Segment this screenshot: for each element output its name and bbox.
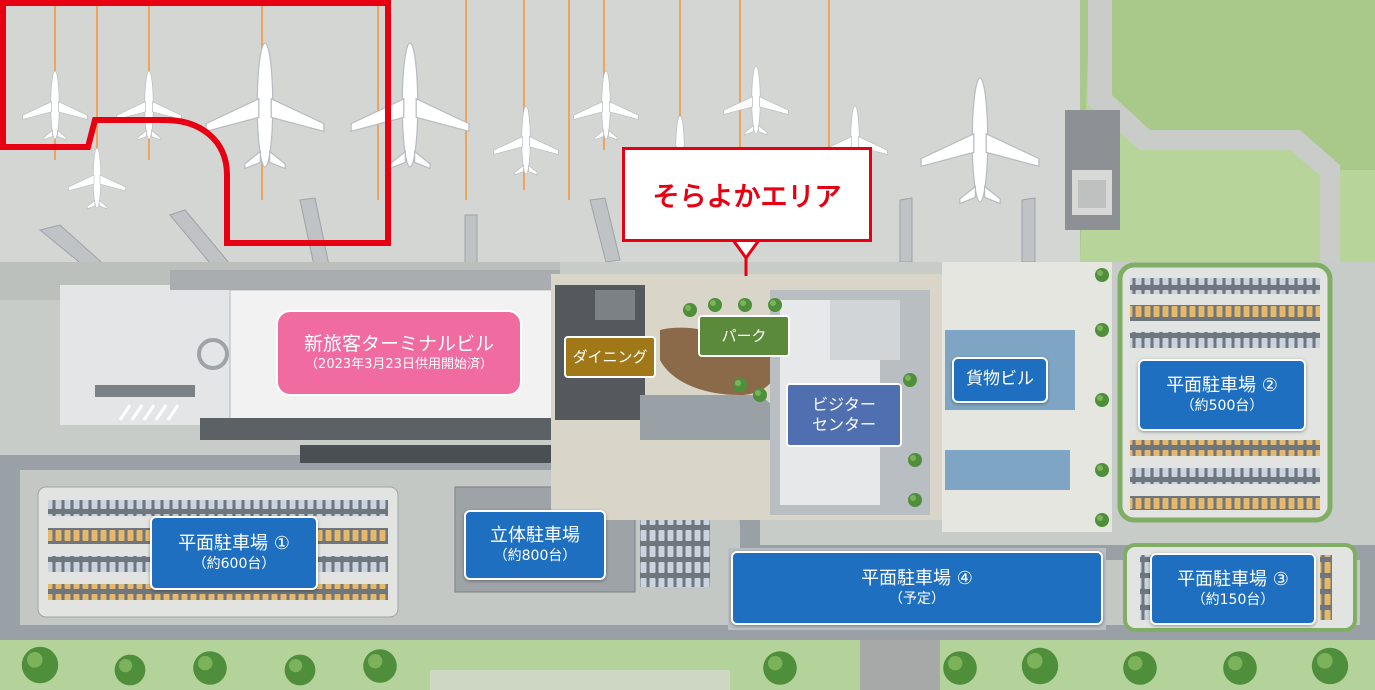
parking-2-label: 平面駐車場 ② （約500台） (1138, 359, 1306, 431)
multi-storey-parking-capacity: （約800台） (493, 547, 577, 564)
parking-3-capacity: （約150台） (1191, 591, 1275, 608)
visitor-center-label: ビジター センター (786, 383, 902, 447)
cargo-building-label: 貨物ビル (952, 357, 1048, 403)
parking-3-label: 平面駐車場 ③ （約150台） (1150, 553, 1316, 625)
parking-4-name: 平面駐車場 ④ (861, 568, 973, 589)
new-terminal-name: 新旅客ターミナルビル (303, 333, 494, 355)
new-terminal-label: 新旅客ターミナルビル （2023年3月23日供用開始済） (276, 310, 522, 396)
parking-1-label: 平面駐車場 ① （約600台） (150, 516, 318, 590)
new-terminal-note: （2023年3月23日供用開始済） (305, 356, 493, 372)
dining-label: ダイニング (564, 336, 656, 378)
visitor-center-line2: センター (811, 415, 876, 434)
parking-4-status: （予定） (889, 590, 945, 607)
multi-storey-parking-name: 立体駐車場 (490, 525, 580, 546)
parking-2-capacity: （約500台） (1180, 397, 1264, 414)
parking-2-name: 平面駐車場 ② (1166, 375, 1278, 396)
cargo-building-text: 貨物ビル (966, 369, 1034, 390)
callout-pointer (731, 238, 761, 276)
parking-1-capacity: （約600台） (192, 555, 276, 572)
parking-4-label: 平面駐車場 ④ （予定） (731, 551, 1103, 625)
parking-1-name: 平面駐車場 ① (178, 533, 290, 554)
parking-3-name: 平面駐車場 ③ (1177, 569, 1289, 590)
visitor-center-line1: ビジター (812, 395, 876, 414)
multi-storey-parking-label: 立体駐車場 （約800台） (464, 510, 606, 580)
park-label: パーク (698, 315, 790, 357)
sorayoka-area-callout: そらよかエリア (622, 147, 872, 242)
